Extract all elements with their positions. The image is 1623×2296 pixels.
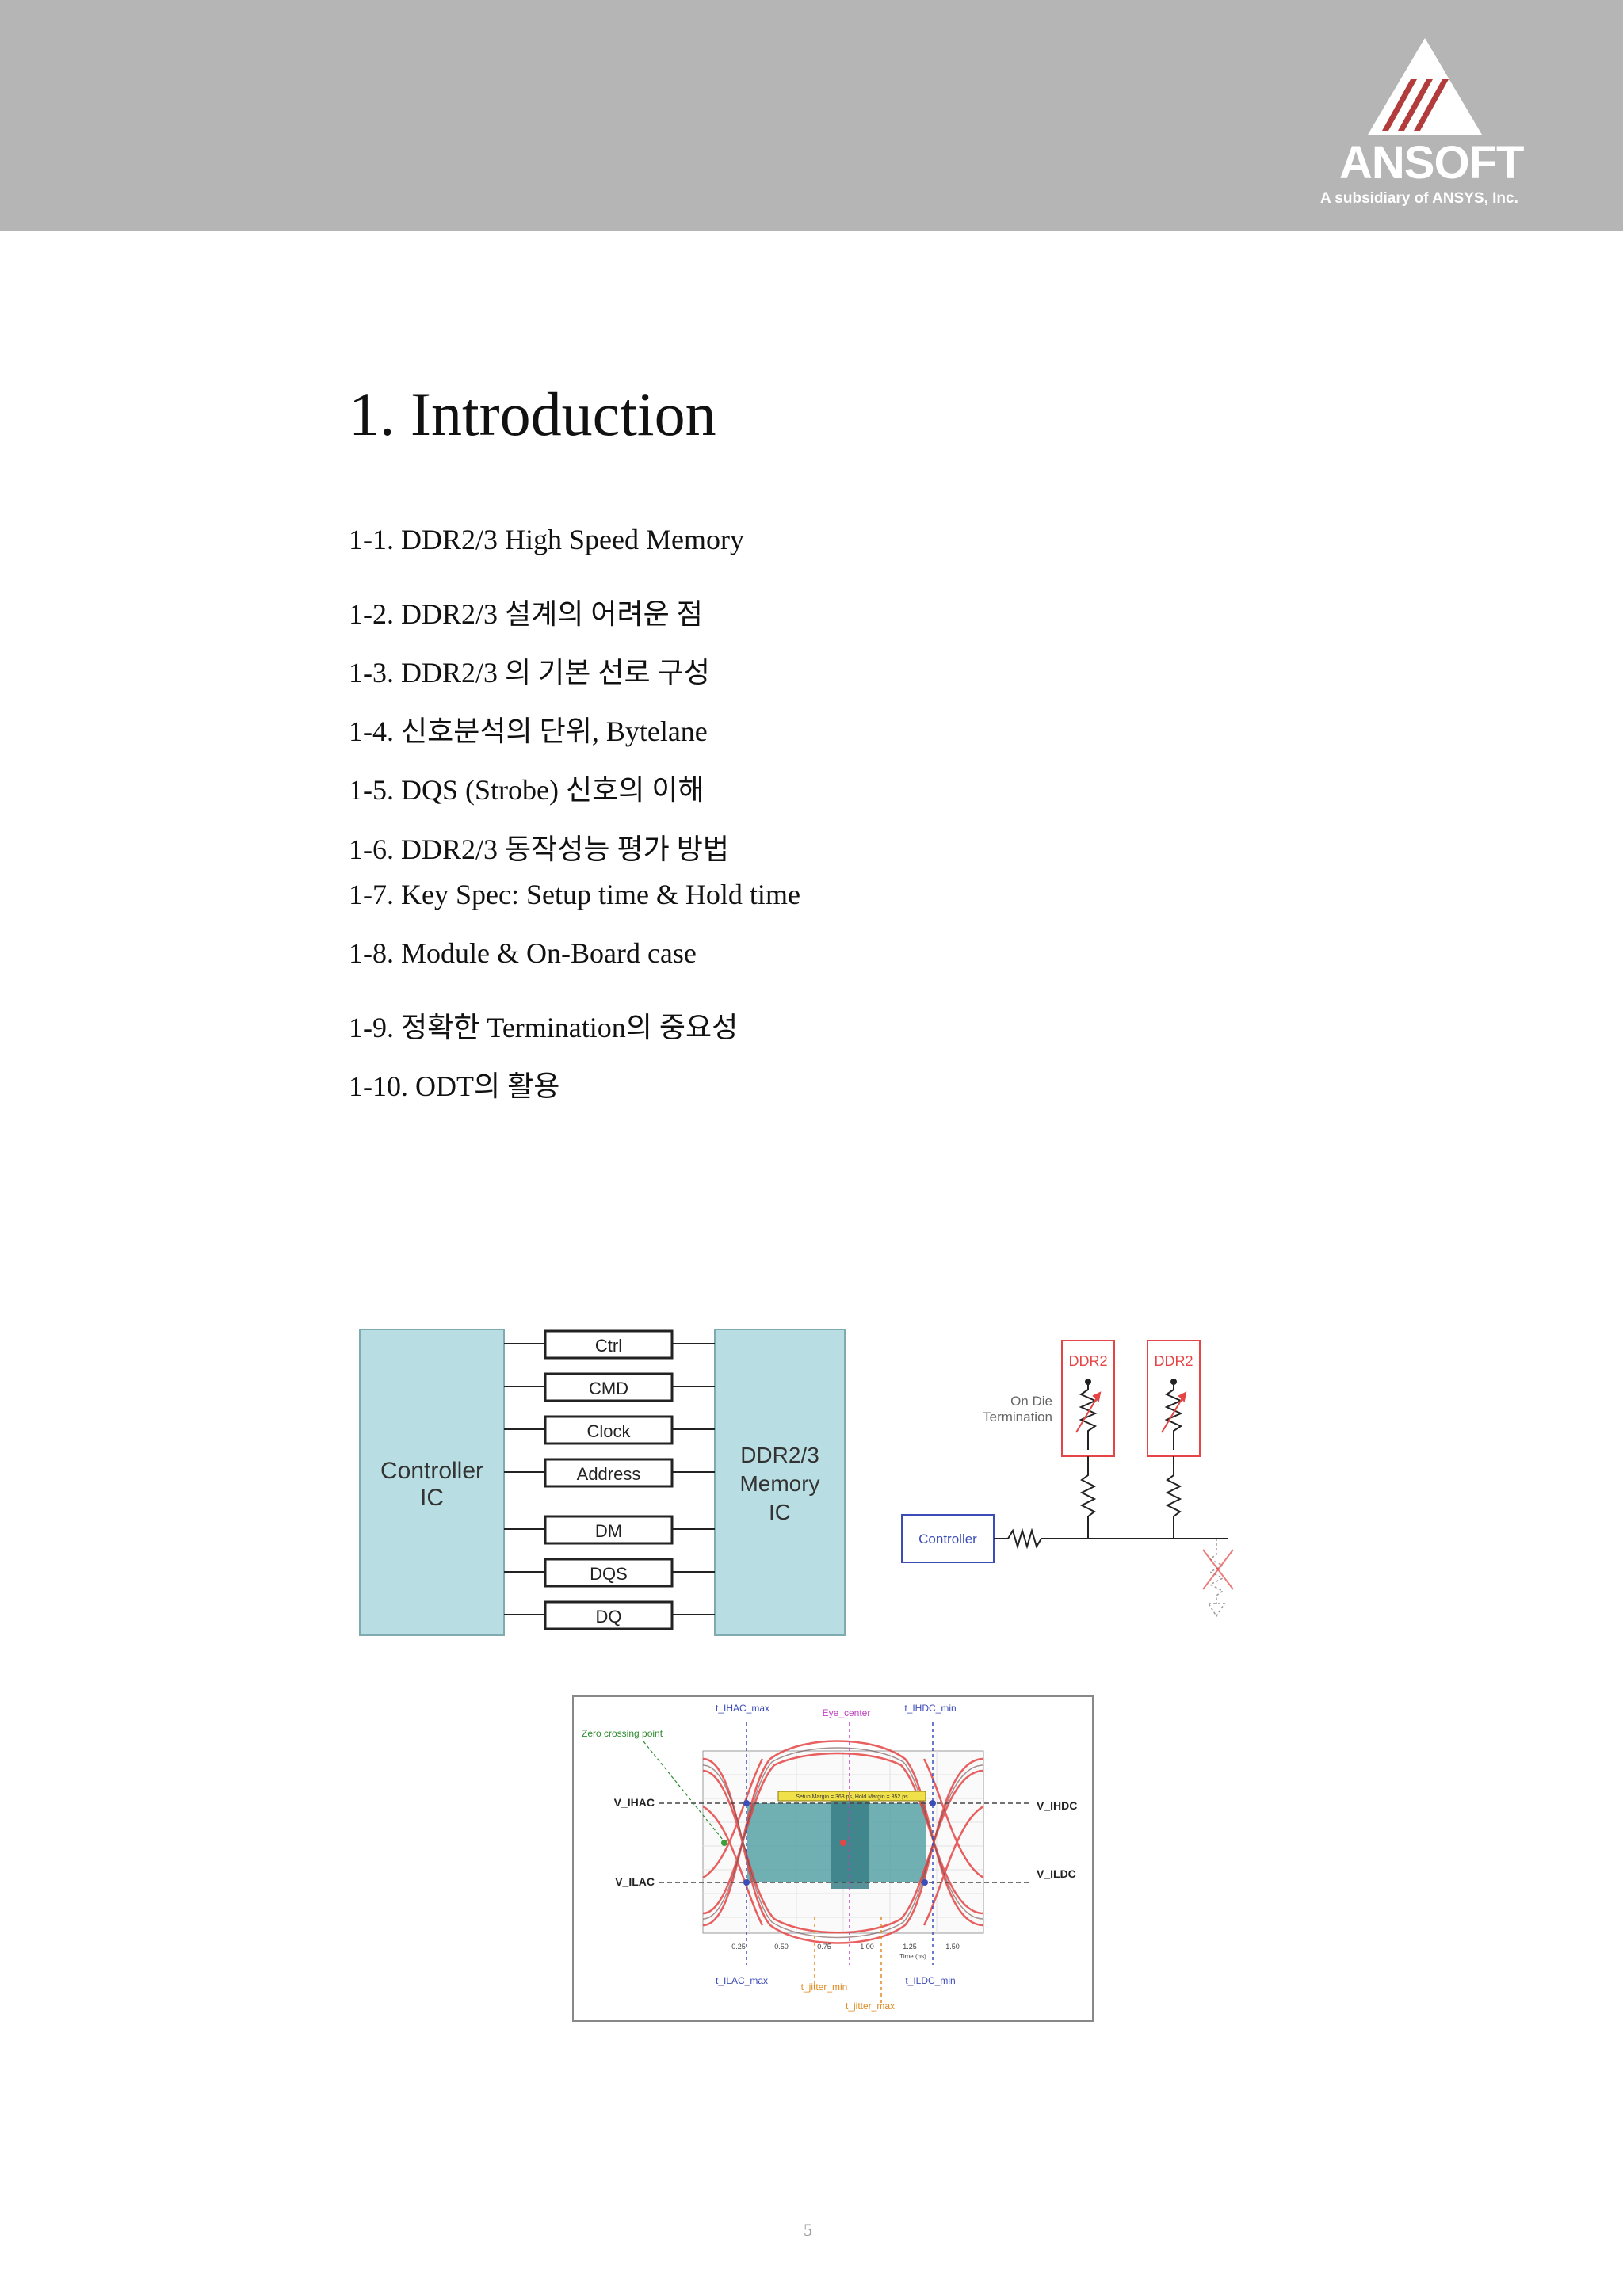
svg-text:DM: DM	[595, 1521, 622, 1541]
margin-note-box	[777, 1791, 926, 1802]
controller-memory-diagram: Controller IC DDR2/3 Memory IC Ctrl CMD …	[359, 1329, 846, 1636]
v-ildc-label: V_ILDC	[1037, 1867, 1076, 1880]
eye-center-label: Eye_center	[823, 1707, 871, 1718]
memory-label-line3: IC	[769, 1500, 791, 1524]
v-ihac-label: V_IHAC	[614, 1796, 655, 1809]
toc-item: 1-8. Module & On-Board case	[349, 937, 697, 969]
v-ilac-label: V_ILAC	[615, 1875, 655, 1888]
svg-text:DQS: DQS	[590, 1564, 628, 1584]
x-tick: 1.50	[945, 1943, 960, 1951]
toc-item: 1-4. 신호분석의 단위, Bytelane	[349, 715, 708, 747]
x-axis-label: Time (ns)	[899, 1953, 926, 1960]
margin-note: Setup Margin = 368 ps, Hold Margin = 352…	[796, 1794, 908, 1800]
signal-clock: Clock	[504, 1415, 715, 1445]
memory-block	[714, 1329, 846, 1636]
t-jitter-min-label: t_jitter_min	[801, 1981, 848, 1993]
odt-resistor-1	[1075, 1379, 1102, 1450]
toc-item: 1-9. 정확한 Termination의 중요성	[349, 1012, 739, 1043]
x-tick: 1.25	[903, 1943, 917, 1951]
ansoft-logo-icon	[1368, 38, 1482, 135]
signal-ctrl: Ctrl	[504, 1329, 715, 1360]
memory-label-line1: DDR2/3	[740, 1443, 819, 1467]
page-title: 1. Introduction	[349, 379, 716, 448]
svg-text:DQ: DQ	[596, 1607, 622, 1627]
memory-label-line2: Memory	[739, 1471, 819, 1496]
odt-schematic: DDR2 DDR2 On Die Termination Controller	[901, 1340, 1234, 1618]
t-ildc-min-label: t_ILDC_min	[905, 1975, 955, 1986]
toc-item: 1-7. Key Spec: Setup time & Hold time	[349, 879, 800, 910]
ddr2-label-2: DDR2	[1154, 1353, 1193, 1369]
signal-dqs: DQS	[504, 1558, 715, 1588]
odt-label-line2: Termination	[983, 1409, 1052, 1425]
signal-dq: DQ	[504, 1600, 715, 1630]
stub-resistor-1	[1079, 1456, 1097, 1539]
toc-item: 1-5. DQS (Strobe) 신호의 이해	[349, 774, 705, 806]
svg-text:CMD: CMD	[589, 1379, 628, 1398]
x-tick: 0.75	[817, 1943, 831, 1951]
logo-subtitle: A subsidiary of ANSYS, Inc.	[1320, 190, 1518, 207]
toc-item: 1-1. DDR2/3 High Speed Memory	[349, 524, 744, 555]
controller-label: Controller	[918, 1531, 977, 1547]
toc-item: 1-3. DDR2/3 의 기본 선로 구성	[349, 657, 710, 688]
eye-diagram: Setup Margin = 368 ps, Hold Margin = 352…	[572, 1695, 1094, 2022]
series-resistor	[994, 1527, 1228, 1550]
stub-resistor-2	[1165, 1456, 1182, 1539]
t-ilac-max-label: t_ILAC_max	[716, 1975, 768, 1986]
page-number: 5	[804, 2220, 812, 2240]
ddr2-label-1: DDR2	[1068, 1353, 1107, 1369]
t-ihdc-min-label: t_IHDC_min	[904, 1703, 956, 1714]
x-tick: 0.25	[731, 1943, 746, 1951]
svg-text:Clock: Clock	[586, 1421, 631, 1441]
x-tick: 0.50	[774, 1943, 789, 1951]
t-jitter-max-label: t_jitter_max	[846, 2000, 895, 2012]
toc-item: 1-6. DDR2/3 동작성능 평가 방법	[349, 833, 729, 865]
signal-dm: DM	[504, 1515, 715, 1545]
t-ihac-max-label: t_IHAC_max	[716, 1703, 769, 1714]
v-ihdc-label: V_IHDC	[1037, 1799, 1077, 1812]
logo-text: ANSOFT	[1339, 137, 1524, 189]
zero-crossing-label: Zero crossing point	[582, 1728, 663, 1739]
signal-cmd: CMD	[504, 1372, 715, 1402]
toc-item: 1-2. DDR2/3 설계의 어려운 점	[349, 598, 703, 630]
odt-resistor-2	[1161, 1379, 1187, 1450]
svg-text:Address: Address	[577, 1464, 641, 1484]
controller-label-line1: Controller	[380, 1458, 483, 1484]
toc-item: 1-10. ODT의 활용	[349, 1070, 560, 1102]
page-header: ANSOFT A subsidiary of ANSYS, Inc.	[0, 0, 1623, 231]
controller-block	[359, 1329, 505, 1636]
controller-label-line2: IC	[420, 1485, 444, 1511]
odt-label-line1: On Die	[1010, 1394, 1052, 1409]
x-tick: 1.00	[860, 1943, 874, 1951]
signal-address: Address	[504, 1458, 715, 1488]
removed-termination-icon	[1208, 1539, 1226, 1618]
svg-text:Ctrl: Ctrl	[595, 1336, 622, 1356]
